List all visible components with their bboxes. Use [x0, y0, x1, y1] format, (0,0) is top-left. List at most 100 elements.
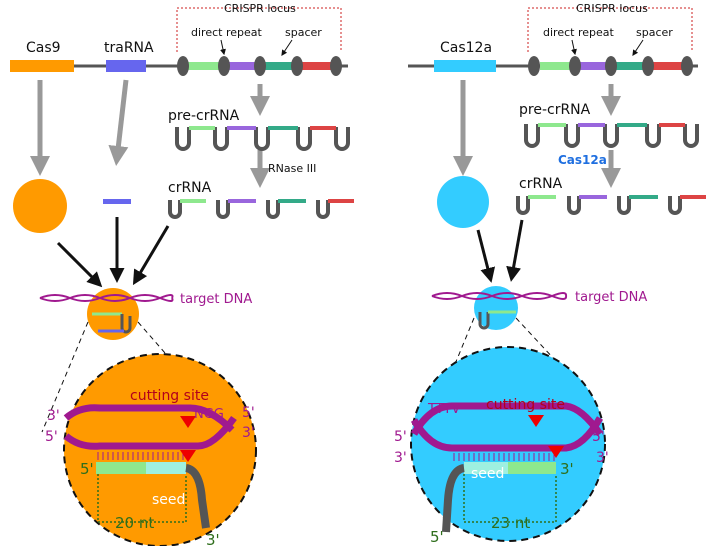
crrna-fragments-right: [516, 195, 706, 215]
crrna-label-right: crRNA: [519, 176, 563, 192]
locus-spacer-teal: [614, 62, 648, 70]
tracr-gene-label: traRNA: [104, 40, 154, 56]
cas9-zoom-circle: [63, 353, 257, 546]
direct-repeat-label-right: direct repeat: [543, 26, 614, 39]
dna-bottom-strand-left: [63, 415, 237, 450]
cas12a-gene: [434, 60, 496, 72]
guide-3-end-left: 3': [206, 531, 220, 546]
guide-seed-left: [146, 462, 186, 474]
repeat-oval: [218, 56, 230, 76]
dna-end-top-right: 5': [242, 405, 255, 421]
dna-end-bottom-right: 3': [242, 425, 255, 441]
repeat-oval: [528, 56, 540, 76]
cas9-panel: Cas9 traRNA CRISPR locus direct repeat s…: [10, 2, 354, 546]
direct-repeat-pointer-left: [220, 39, 226, 56]
base-pair-ticks-left: [97, 452, 184, 460]
pre-crrna-left: [175, 127, 350, 151]
target-dna-label-right: target DNA: [575, 290, 647, 305]
cut-marker-top-left: [180, 416, 196, 428]
target-dna-strand-a-right: [431, 292, 568, 300]
cas9-protein: [13, 179, 67, 233]
dna-top-strand-right: [410, 402, 603, 437]
locus-spacer-green: [188, 62, 224, 70]
locus-spacer-green: [540, 62, 575, 70]
nt-bracket-left: [97, 474, 187, 523]
dna-top-strand-left: [63, 404, 235, 433]
locus-spacer-red: [298, 62, 334, 70]
dna-end-bottom-left: 5': [45, 429, 58, 445]
guide-scaffold-right: [442, 464, 466, 533]
dna-end-top-left: 3': [47, 408, 60, 424]
black-arrow-cas12a: [476, 229, 496, 283]
locus-label-left: CRISPR locus: [224, 2, 296, 15]
guide-5-end-left: 5': [80, 460, 94, 478]
spacer-pointer-left: [281, 39, 293, 56]
spacer-pointer-right: [632, 39, 644, 56]
nt-bracket-right: [463, 474, 557, 523]
cut-marker-top-right: [528, 415, 544, 427]
black-arrow-crrna-right: [506, 219, 524, 282]
guide-scaffold-left: [184, 464, 210, 529]
pam-label-right: TTTV: [427, 402, 460, 417]
tracrrna-molecule: [103, 199, 131, 204]
direct-repeat-pointer-right: [571, 39, 577, 56]
cas12a-complex-small: [474, 286, 518, 330]
direct-repeat-label-left: direct repeat: [191, 26, 262, 39]
dna-end-top-left-right: 5': [394, 429, 407, 445]
cas9-gene: [10, 60, 74, 72]
repeat-oval: [254, 56, 266, 76]
guide-loop-mini-left: [120, 314, 132, 334]
crrna-fragments-left: [168, 199, 354, 219]
target-dna-strand-a-left: [39, 294, 174, 302]
pam-label-left: NGG: [194, 407, 224, 422]
repeat-oval: [642, 56, 654, 76]
cutting-site-label-left: cutting site: [130, 388, 209, 404]
pre-crrna-right: [524, 124, 699, 148]
length-label-right: 23 nt: [491, 514, 530, 532]
gray-arrow-tracr: [108, 79, 129, 166]
repeat-oval: [291, 56, 303, 76]
pre-crrna-label-left: pre-crRNA: [168, 108, 240, 124]
spacer-label-right: spacer: [636, 26, 673, 39]
cut-marker-bottom-right: [548, 446, 564, 458]
crrna-label-left: crRNA: [168, 180, 212, 196]
guide-spacer-right: [508, 462, 556, 474]
base-pair-ticks-right: [453, 453, 555, 461]
guide-5-end-right: 5': [430, 528, 444, 546]
dna-bottom-strand-right: [410, 416, 604, 452]
guide-loop-mini-right: [478, 312, 490, 330]
tracr-gene: [106, 60, 146, 72]
cas12a-panel: Cas12a CRISPR locus direct repeat spacer…: [394, 2, 706, 546]
black-arrow-crrna: [132, 225, 170, 286]
repeat-oval: [681, 56, 693, 76]
cas12a-processing-label: Cas12a: [558, 153, 607, 167]
dna-end-bottom-left-right: 3': [394, 450, 407, 466]
cutting-site-label-right: cutting site: [486, 397, 565, 413]
black-arrow-cas9: [56, 241, 103, 288]
target-dna-label-left: target DNA: [180, 292, 252, 307]
locus-bracket-right: [527, 7, 693, 52]
target-dna-strand-b-left: [39, 294, 174, 302]
guide-spacer-left: [96, 462, 146, 474]
spacer-label-left: spacer: [285, 26, 322, 39]
dna-end-top-right-right: 5': [592, 429, 605, 445]
locus-spacer-purple: [578, 62, 611, 70]
cas9-gene-label: Cas9: [26, 40, 61, 56]
locus-spacer-teal: [262, 62, 297, 70]
rnase-label: RNase III: [268, 162, 316, 175]
repeat-oval: [177, 56, 189, 76]
repeat-oval: [605, 56, 617, 76]
locus-spacer-red: [650, 62, 686, 70]
guide-3-end-right: 3': [560, 460, 574, 478]
repeat-oval: [569, 56, 581, 76]
cas12a-protein: [437, 176, 489, 228]
seed-label-left: seed: [152, 492, 185, 508]
zoom-line-left-a: [41, 321, 89, 433]
locus-spacer-purple: [227, 62, 260, 70]
repeat-oval: [330, 56, 342, 76]
seed-label-right: seed: [471, 466, 504, 482]
target-dna-strand-b-right: [431, 292, 568, 300]
cas12a-gene-label: Cas12a: [440, 40, 492, 56]
pre-crrna-label-right: pre-crRNA: [519, 102, 591, 118]
